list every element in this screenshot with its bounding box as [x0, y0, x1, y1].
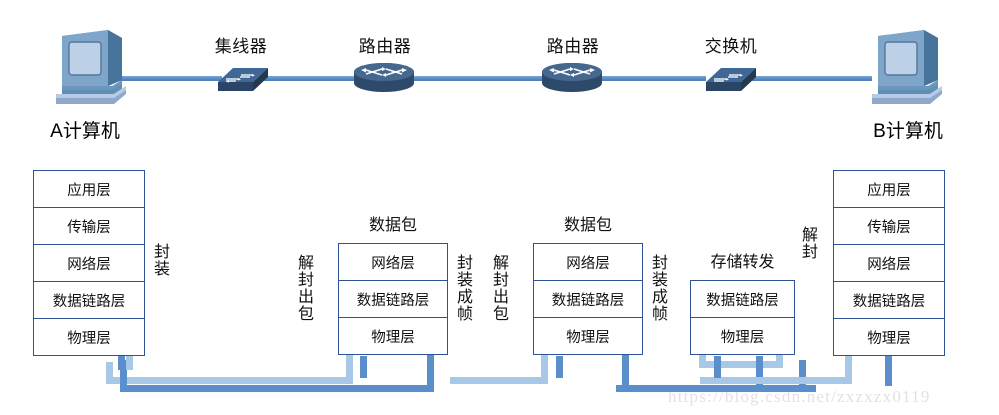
layer-row: 物理层	[720, 330, 765, 346]
router-2-label: 路由器	[546, 37, 600, 56]
router-1-label: 路由器	[358, 37, 412, 56]
layer-row: 传输层	[34, 208, 144, 245]
host-b-label: B计算机	[873, 121, 943, 142]
link-r2-to-switch	[596, 76, 706, 81]
layer-row: 网络层	[534, 244, 642, 281]
connector-sw-right-v	[799, 360, 806, 392]
layer-row: 网络层	[34, 245, 144, 282]
connector-a-to-r1-v	[106, 362, 113, 384]
link-switch-to-b	[752, 76, 872, 81]
stub-b-bottom	[885, 356, 892, 386]
vlabel-char: 装	[651, 271, 668, 289]
stub-r2-bottom	[556, 356, 563, 378]
link-a-to-hub	[118, 76, 222, 81]
vlabel-char: 出	[492, 288, 509, 306]
vlabel-char: 包	[492, 305, 509, 323]
layer-row: 应用层	[34, 171, 144, 208]
hub-icon	[216, 62, 270, 101]
stack-switch: 数据链路层 物理层	[690, 280, 795, 355]
label-encapsulate-frame-r1: 封 装 成 帧	[455, 255, 475, 324]
vlabel-char: 封	[651, 255, 668, 272]
router-2-icon	[540, 60, 604, 101]
label-decapsulate-r1: 解 封 出 包	[296, 255, 316, 324]
title-switch-store-forward: 存储转发	[710, 254, 775, 271]
vlabel-char: 出	[297, 288, 314, 306]
label-decapsulation-b: 解 封	[800, 227, 820, 262]
connector-into-b-h	[700, 377, 852, 384]
stub-r1-bottom	[360, 356, 367, 378]
layer-row: 数据链路层	[34, 282, 144, 319]
layer-row: 物理层	[566, 329, 610, 346]
connector-a-to-r1-up	[346, 356, 353, 384]
stack-host-a: 应用层 传输层 网络层 数据链路层 物理层	[33, 170, 145, 356]
layer-row: 数据链路层	[834, 282, 944, 319]
connector-r1-left-v	[120, 360, 127, 392]
connector-sw-to-b-h	[756, 385, 816, 392]
sw-inner-bot-h	[699, 361, 783, 368]
title-router-1-packet: 数据包	[368, 217, 417, 234]
vlabel-char: 装	[456, 271, 473, 289]
vlabel-char: 封	[297, 271, 314, 289]
stub-a-bottom	[118, 356, 125, 370]
stack-router-1: 网络层 数据链路层 物理层	[338, 243, 448, 355]
title-router-2-packet: 数据包	[563, 217, 612, 234]
layer-row: 网络层	[834, 245, 944, 282]
connector-a-to-r1-h	[106, 377, 353, 384]
host-a-label: A计算机	[50, 121, 120, 142]
connector-r2-to-sw-h	[616, 385, 806, 392]
r2-out-v	[622, 352, 629, 392]
layer-row: 应用层	[834, 171, 944, 208]
layer-row: 物理层	[867, 331, 911, 347]
layer-row: 物理层	[67, 331, 111, 347]
layer-row: 物理层	[371, 329, 415, 346]
stack-host-b: 应用层 传输层 网络层 数据链路层 物理层	[833, 170, 945, 356]
layer-row: 数据链路层	[534, 281, 642, 318]
switch-icon	[704, 62, 758, 101]
vlabel-char: 帧	[456, 305, 473, 323]
vlabel-char: 解	[297, 255, 314, 272]
label-encapsulate-frame-r2: 封 装 成 帧	[650, 255, 670, 324]
vlabel-char: 成	[456, 288, 473, 306]
label-decapsulate-r2: 解 封 出 包	[491, 255, 511, 324]
label-encapsulation-a: 封 装	[152, 244, 172, 279]
vlabel-char: 封	[153, 244, 170, 261]
connector-r1-to-r2-h	[120, 385, 434, 392]
layer-row: 网络层	[339, 244, 447, 281]
switch-label: 交换机	[704, 37, 758, 56]
stack-router-2: 网络层 数据链路层 物理层	[533, 243, 643, 355]
layer-row: 传输层	[834, 208, 944, 245]
computer-a-icon	[52, 28, 128, 111]
r1-out-v	[427, 352, 434, 392]
vlabel-char: 封	[492, 271, 509, 289]
vlabel-char: 封	[456, 255, 473, 272]
connector-sw-to-b-v	[756, 356, 763, 392]
link-r1-to-r2	[408, 76, 548, 81]
vlabel-char: 包	[297, 305, 314, 323]
router-1-icon	[352, 60, 416, 101]
layer-row: 数据链路层	[339, 281, 447, 318]
hub-label: 集线器	[214, 37, 268, 56]
vlabel-char: 解	[801, 227, 818, 244]
vlabel-char: 帧	[651, 305, 668, 323]
vlabel-char: 封	[801, 243, 818, 261]
link-hub-to-r1	[260, 76, 360, 81]
vlabel-char: 解	[492, 255, 509, 272]
connector-r2-in-h	[450, 377, 548, 384]
stub-sw-bottom	[714, 356, 721, 378]
connector-r2-in-v	[541, 356, 548, 384]
vlabel-char: 成	[651, 288, 668, 306]
vlabel-char: 装	[153, 260, 170, 278]
layer-row: 数据链路层	[691, 281, 794, 318]
computer-b-icon	[868, 28, 944, 111]
